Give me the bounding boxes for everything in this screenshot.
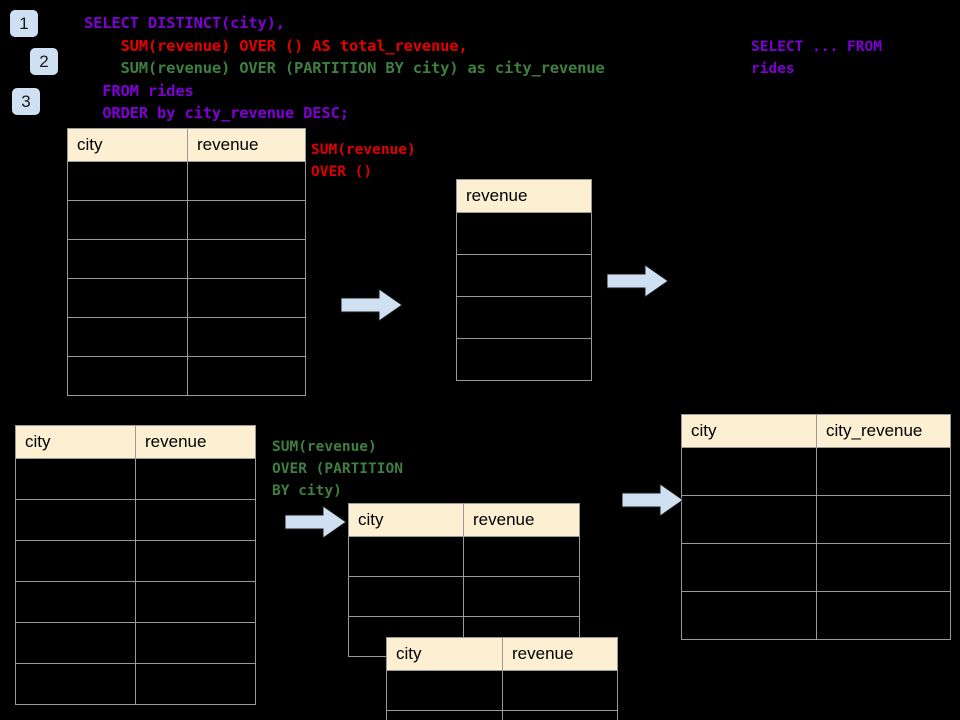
sql-line-order-by: ORDER by city_revenue DESC; [84,104,349,122]
table-row [15,581,256,623]
table-row [15,458,256,500]
table-row [456,254,592,297]
arrow-source-to-total-icon [341,288,403,322]
table-row [15,499,256,541]
note-sum-over-partition: SUM(revenue) OVER (PARTITION BY city) [272,439,403,499]
step-badge-1[interactable]: 1 [10,10,38,37]
table-rides-source-top: city revenue [67,128,306,396]
table-header-row: city revenue [386,637,618,671]
table-rides-source-bottom: city revenue [15,425,256,705]
table-row [348,536,580,577]
column-header-city: city [681,414,817,448]
table-row [67,239,306,279]
table-row [15,540,256,582]
table-header-row: city revenue [15,425,256,459]
arrow-total-to-result-icon [607,264,669,298]
table-total-revenue: revenue [456,179,592,381]
table-header-row: city revenue [67,128,306,162]
table-row [386,710,618,720]
table-row [15,622,256,664]
table-row [15,663,256,705]
table-row [67,278,306,318]
table-row [681,447,951,496]
table-header-row: city city_revenue [681,414,951,448]
sql-line-select-distinct: SELECT DISTINCT(city), [84,14,285,32]
table-row [681,495,951,544]
table-row [67,356,306,396]
table-row [348,576,580,617]
step-badge-3[interactable]: 3 [12,88,40,115]
sql-line-sum-over-empty: SUM(revenue) OVER () AS total_revenue, [84,36,468,55]
column-header-revenue: revenue [463,503,580,537]
table-header-row: revenue [456,179,592,213]
sql-line-from: FROM rides [84,81,194,100]
note-sum-over-empty: SUM(revenue) OVER () [311,142,416,180]
column-header-revenue: revenue [456,179,592,213]
arrow-partition-to-result-icon [622,483,684,517]
table-city-revenue-result: city city_revenue [681,414,951,640]
table-row [67,161,306,201]
table-row [681,591,951,640]
column-header-city: city [67,128,188,162]
arrow-source-to-partition-icon [285,505,347,539]
sql-line-sum-over-partition: SUM(revenue) OVER (PARTITION BY city) as… [84,59,605,77]
column-header-city: city [348,503,464,537]
column-header-city: city [386,637,503,671]
table-row [67,200,306,240]
table-header-row: city revenue [348,503,580,537]
step-badge-2[interactable]: 2 [30,48,58,75]
table-partition-group-back: city revenue [348,503,580,657]
table-row [456,338,592,381]
table-row [456,212,592,255]
column-header-revenue: revenue [135,425,256,459]
table-row [456,296,592,339]
table-row [386,670,618,711]
table-row [67,317,306,357]
column-header-revenue: revenue [502,637,618,671]
column-header-revenue: revenue [187,128,306,162]
table-partition-group-front: city revenue [386,637,618,720]
column-header-city: city [15,425,136,459]
note-source-query: SELECT ... FROM rides [751,39,882,77]
column-header-city-revenue: city_revenue [816,414,951,448]
table-row [681,543,951,592]
